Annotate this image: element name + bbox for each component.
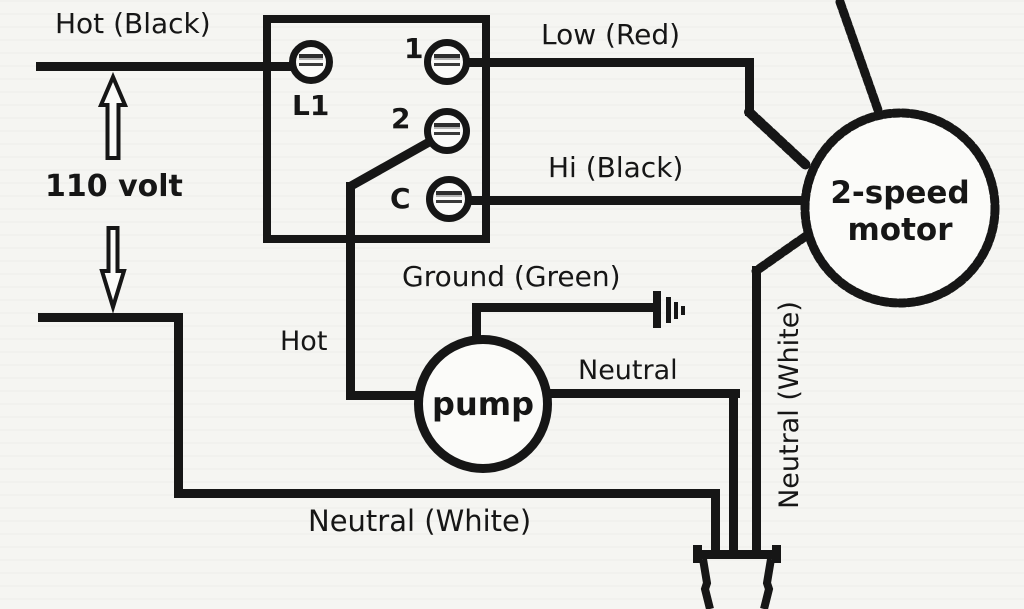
down-arrow-icon	[99, 226, 127, 314]
ground-wire-riser	[472, 308, 481, 338]
screw-slot	[436, 191, 462, 206]
terminal-c-screw	[426, 176, 472, 222]
motor-label: 2-speed motor	[818, 175, 982, 249]
pump-neutral-vertical	[729, 389, 738, 556]
terminal-1-label: 1	[404, 32, 424, 65]
screw-slot	[434, 54, 460, 69]
pump-label: pump	[432, 385, 534, 423]
hot-pump-wire-horizontal	[346, 391, 418, 400]
hot-black-label: Hot (Black)	[55, 7, 211, 40]
motor-top-wire-diagonal	[835, 0, 883, 115]
terminal-c-label: C	[390, 182, 411, 215]
hot-supply-wire	[36, 62, 295, 71]
neutral-bottom-drop	[711, 489, 720, 556]
pump-circle: pump	[414, 335, 552, 473]
terminal-1-screw	[424, 39, 470, 85]
voltage-label: 110 volt	[45, 169, 183, 204]
screw-slot	[434, 123, 460, 138]
motor-neutral-diagonal	[751, 231, 811, 276]
switch-box	[263, 15, 490, 243]
motor-label-line2: motor	[847, 212, 953, 248]
terminal-l1-label: L1	[292, 89, 330, 122]
neutral-supply-wire-vertical	[174, 313, 183, 497]
low-wire-elbow	[745, 58, 754, 116]
hi-wire	[470, 196, 802, 205]
hot-label: Hot	[280, 326, 328, 357]
hot-pump-wire-vertical	[346, 182, 355, 396]
neutral-supply-wire-top	[38, 313, 183, 322]
terminal-2-label: 2	[391, 102, 411, 135]
neutral-supply-wire-bottom	[174, 489, 720, 498]
terminal-2-screw	[424, 108, 470, 154]
low-red-label: Low (Red)	[541, 18, 681, 51]
neutral-label: Neutral	[578, 355, 678, 386]
terminal-l1-screw	[289, 40, 333, 84]
neutral-white-bottom-label: Neutral (White)	[308, 504, 532, 538]
motor-neutral-vertical	[752, 266, 761, 556]
ground-green-label: Ground (Green)	[402, 260, 621, 293]
low-wire-diagonal	[744, 107, 812, 171]
ground-wire-horizontal	[472, 303, 658, 312]
hi-black-label: Hi (Black)	[548, 151, 684, 184]
low-wire-horizontal	[468, 58, 754, 67]
screw-slot	[299, 54, 323, 69]
neutral-white-vertical-label: Neutral (White)	[774, 301, 805, 509]
up-arrow-icon	[97, 71, 129, 160]
motor-label-line1: 2-speed	[830, 175, 970, 211]
pump-neutral-horizontal	[546, 389, 740, 398]
